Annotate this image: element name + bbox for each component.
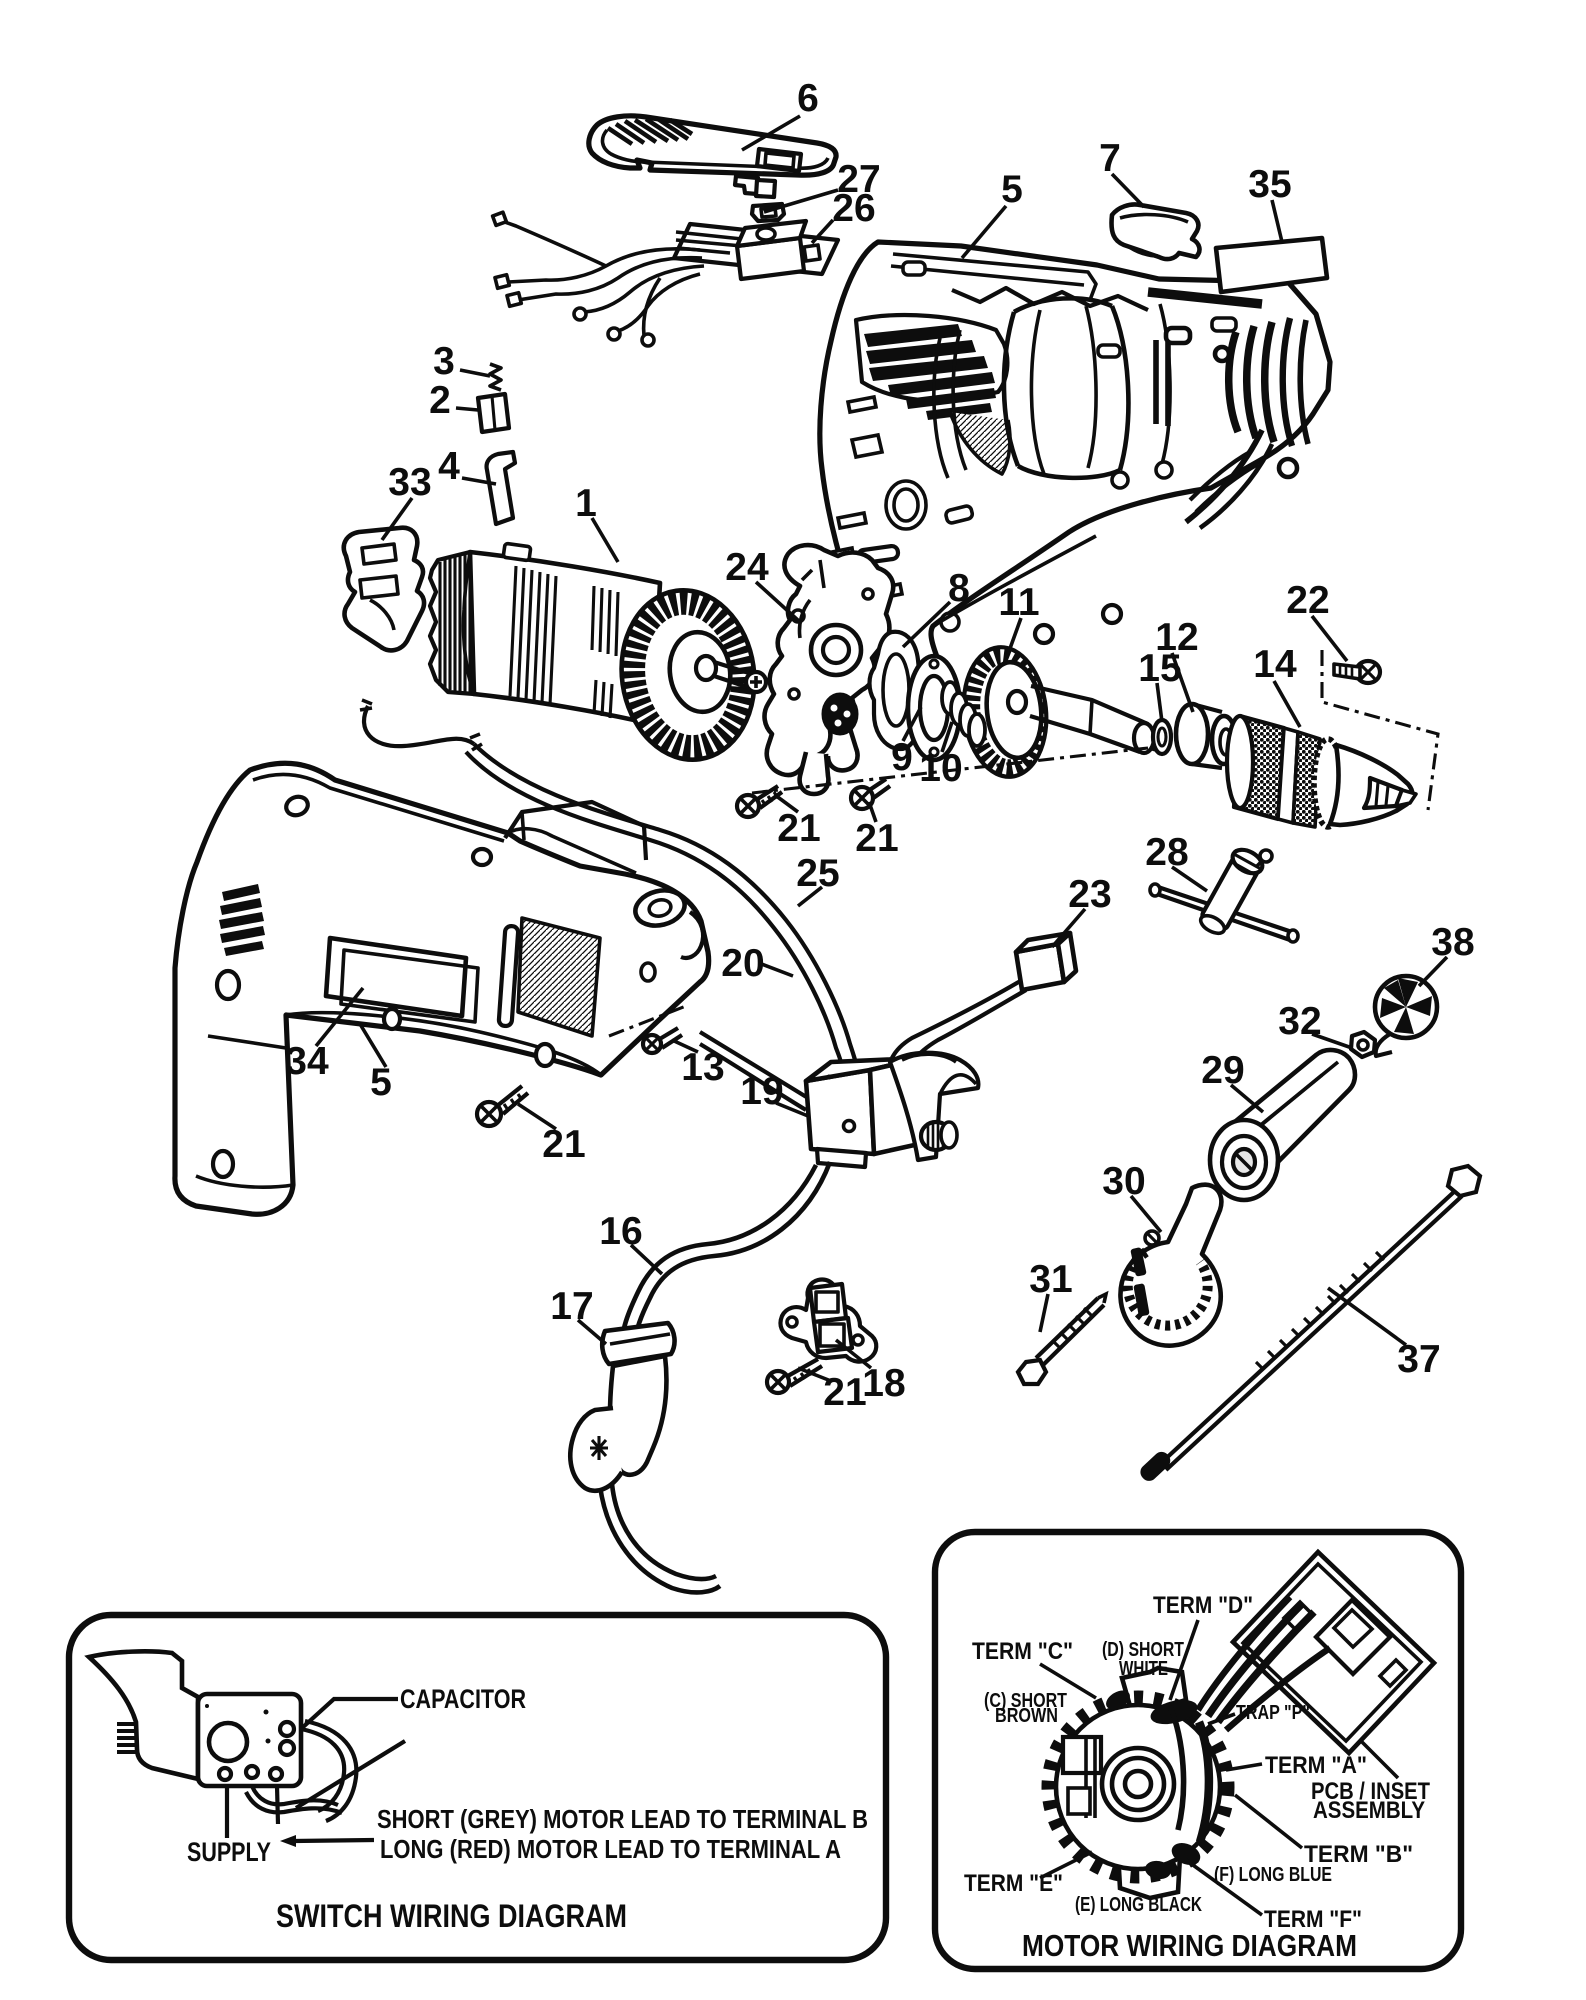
svg-text:22: 22 (1286, 579, 1329, 622)
svg-text:37: 37 (1397, 1338, 1440, 1381)
svg-text:12: 12 (1155, 616, 1198, 659)
svg-text:35: 35 (1248, 163, 1291, 206)
svg-text:TERM "B": TERM "B" (1304, 1841, 1413, 1868)
svg-text:20: 20 (721, 942, 764, 985)
svg-text:21: 21 (542, 1123, 585, 1166)
svg-text:18: 18 (862, 1362, 905, 1405)
svg-text:TERM "F": TERM "F" (1264, 1906, 1362, 1933)
svg-text:WHITE: WHITE (1119, 1658, 1168, 1680)
svg-text:ASSEMBLY: ASSEMBLY (1313, 1797, 1425, 1824)
svg-text:34: 34 (285, 1040, 329, 1083)
svg-text:7: 7 (1099, 137, 1121, 180)
svg-text:8: 8 (948, 567, 970, 610)
svg-text:38: 38 (1431, 921, 1474, 964)
svg-text:TERM "D": TERM "D" (1153, 1592, 1253, 1619)
svg-text:CAPACITOR: CAPACITOR (400, 1684, 526, 1714)
svg-text:13: 13 (681, 1046, 724, 1089)
svg-text:(C) SHORT: (C) SHORT (984, 1690, 1067, 1712)
svg-text:33: 33 (388, 461, 431, 504)
svg-text:9: 9 (891, 736, 913, 779)
svg-text:MOTOR WIRING DIAGRAM: MOTOR WIRING DIAGRAM (1022, 1928, 1357, 1963)
svg-text:15: 15 (1138, 647, 1181, 690)
svg-text:4: 4 (438, 445, 460, 488)
svg-text:LONG (RED) MOTOR LEAD TO TERMI: LONG (RED) MOTOR LEAD TO TERMINAL A (380, 1834, 841, 1864)
svg-text:17: 17 (550, 1285, 593, 1328)
svg-text:TERM "A": TERM "A" (1265, 1752, 1367, 1779)
svg-text:5: 5 (1001, 168, 1023, 211)
svg-text:TERM "E": TERM "E" (964, 1870, 1063, 1897)
svg-text:21: 21 (855, 817, 898, 860)
svg-text:SHORT (GREY) MOTOR LEAD TO TER: SHORT (GREY) MOTOR LEAD TO TERMINAL B (377, 1804, 868, 1834)
svg-text:BROWN: BROWN (995, 1705, 1058, 1727)
svg-text:SUPPLY: SUPPLY (187, 1837, 271, 1867)
svg-text:(F) LONG BLUE: (F) LONG BLUE (1214, 1864, 1332, 1886)
svg-text:16: 16 (599, 1210, 642, 1253)
svg-text:5: 5 (370, 1061, 392, 1104)
svg-text:29: 29 (1201, 1049, 1244, 1092)
svg-text:3: 3 (433, 340, 455, 383)
svg-text:TRAP "P": TRAP "P" (1236, 1702, 1310, 1724)
svg-text:27: 27 (837, 158, 880, 201)
svg-text:11: 11 (998, 581, 1039, 624)
svg-text:PCB / INSET: PCB / INSET (1311, 1778, 1430, 1805)
svg-text:(E) LONG BLACK: (E) LONG BLACK (1075, 1894, 1202, 1916)
svg-text:32: 32 (1278, 1000, 1321, 1043)
svg-text:TERM "C": TERM "C" (972, 1638, 1073, 1665)
svg-text:6: 6 (797, 77, 819, 120)
svg-text:19: 19 (740, 1070, 783, 1113)
svg-text:30: 30 (1102, 1160, 1145, 1203)
svg-text:10: 10 (919, 747, 962, 790)
svg-text:1: 1 (575, 482, 597, 525)
svg-text:31: 31 (1029, 1258, 1072, 1301)
svg-text:25: 25 (796, 852, 839, 895)
svg-text:2: 2 (429, 379, 451, 422)
svg-text:SWITCH WIRING DIAGRAM: SWITCH WIRING DIAGRAM (276, 1898, 627, 1934)
svg-text:24: 24 (725, 546, 769, 589)
svg-text:26: 26 (832, 187, 875, 230)
svg-text:23: 23 (1068, 873, 1111, 916)
svg-text:(D) SHORT: (D) SHORT (1102, 1639, 1184, 1661)
svg-text:28: 28 (1145, 831, 1188, 874)
svg-text:21: 21 (823, 1371, 866, 1414)
svg-text:14: 14 (1253, 643, 1297, 686)
svg-text:21: 21 (777, 807, 820, 850)
